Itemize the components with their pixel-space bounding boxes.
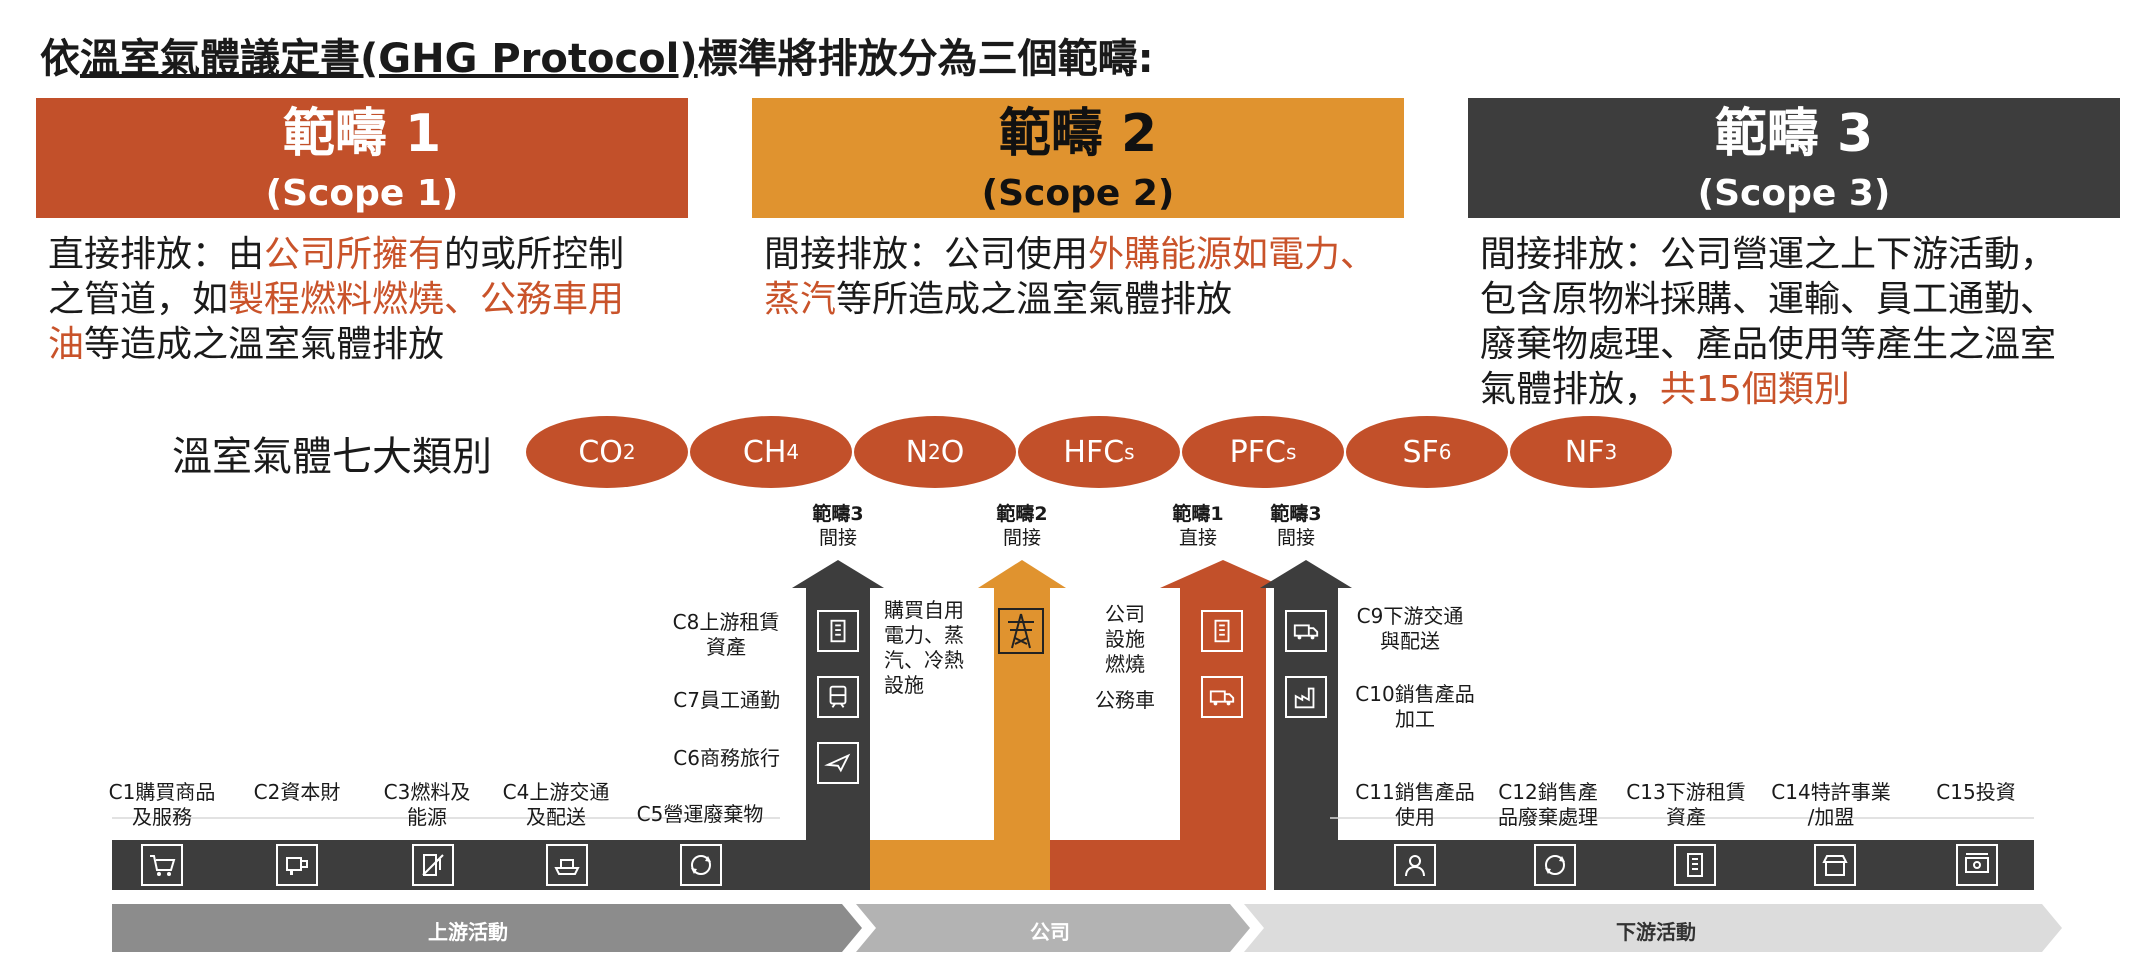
scope2-text: 購買自用電力、蒸汽、冷熱設施 xyxy=(884,598,964,697)
scope3-subtitle: (Scope 3) xyxy=(1697,173,1891,214)
scope1-description: 直接排放：由公司所擁有的或所控制 之管道，如製程燃料燃燒、公務車用 油等造成之溫… xyxy=(48,234,625,365)
airplane-icon xyxy=(817,742,859,784)
scope2-arrowhead xyxy=(978,560,1066,588)
factory-building-icon xyxy=(1201,610,1243,652)
category-c8: C8上游租賃資產 xyxy=(672,610,780,659)
franchise-store-icon xyxy=(1814,844,1856,886)
company-band xyxy=(856,904,1250,952)
category-c13: C13下游租賃資產 xyxy=(1626,780,1746,829)
scope3-title: 範疇 3 xyxy=(1714,104,1874,164)
category-c4: C4上游交通及配送 xyxy=(502,780,610,829)
scope1-header: 範疇 1 (Scope 1) xyxy=(36,98,688,218)
leased-building-icon xyxy=(1674,844,1716,886)
scope1-subtitle: (Scope 1) xyxy=(265,173,459,214)
scope2-subtitle: (Scope 2) xyxy=(981,173,1175,214)
delivery-truck-icon xyxy=(1285,610,1327,652)
ghg-categories-label: 溫室氣體七大類別 xyxy=(172,434,492,480)
scope1-arrowhead xyxy=(1160,560,1286,588)
truck-icon xyxy=(1201,676,1243,718)
scope1-base-bar xyxy=(1050,840,1266,890)
upstream-band-label: 上游活動 xyxy=(428,920,508,944)
scope1-car-text: 公務車 xyxy=(1095,688,1155,712)
scope1-text: 公司設施燃燒 xyxy=(1105,602,1145,676)
machine-icon xyxy=(276,844,318,886)
category-c12: C12銷售產品廢棄處理 xyxy=(1498,780,1598,829)
upstream-band xyxy=(112,904,862,952)
recycle-icon xyxy=(680,844,722,886)
category-c5: C5營運廢棄物 xyxy=(636,802,764,826)
page-title: 依溫室氣體議定書(GHG Protocol)標準將排放分為三個範疇: xyxy=(40,36,1154,82)
category-c2: C2資本財 xyxy=(253,780,341,804)
company-band-label: 公司 xyxy=(1030,920,1070,944)
scope3-header: 範疇 3 (Scope 3) xyxy=(1468,98,2120,218)
scope2-base-bar xyxy=(870,840,1050,890)
downstream-band xyxy=(1244,904,2062,952)
scope3-downstream-arrowhead xyxy=(1260,560,1352,588)
scope1-title: 範疇 1 xyxy=(282,104,442,164)
scope3-downstream-arrow-body xyxy=(1274,588,1338,890)
fuel-pump-icon xyxy=(412,844,454,886)
shopping-cart-icon xyxy=(141,844,183,886)
category-c3: C3燃料及能源 xyxy=(383,780,471,829)
category-c1: C1購買商品及服務 xyxy=(108,780,216,829)
category-c11: C11銷售產品使用 xyxy=(1355,780,1475,829)
ship-icon xyxy=(546,844,588,886)
investment-icon xyxy=(1956,844,1998,886)
scope2-header: 範疇 2 (Scope 2) xyxy=(752,98,1404,218)
category-c14: C14特許事業/加盟 xyxy=(1771,780,1891,829)
user-icon xyxy=(1394,844,1436,886)
category-c10: C10銷售產品加工 xyxy=(1355,682,1475,731)
recycle-disposal-icon xyxy=(1534,844,1576,886)
scope3-description: 間接排放：公司營運之上下游活動， 包含原物料採購、運輸、員工通勤、 廢棄物處理、… xyxy=(1480,234,2057,410)
scope3-upstream-arrowhead xyxy=(792,560,884,588)
scope2-title: 範疇 2 xyxy=(998,104,1158,164)
downstream-band-label: 下游活動 xyxy=(1616,920,1696,944)
scope2-description: 間接排放：公司使用外購能源如電力、 蒸汽等所造成之溫室氣體排放 xyxy=(764,234,1377,320)
category-c6: C6商務旅行 xyxy=(673,746,780,770)
train-icon xyxy=(817,676,859,718)
category-c7: C7員工通勤 xyxy=(673,688,780,712)
category-c9: C9下游交通與配送 xyxy=(1356,604,1464,653)
factory-icon xyxy=(1285,676,1327,718)
upstream-base-bar xyxy=(112,840,870,890)
category-c15: C15投資 xyxy=(1936,780,2016,804)
building-icon xyxy=(817,610,859,652)
downstream-base-bar xyxy=(1274,840,2034,890)
power-tower-icon xyxy=(998,608,1044,654)
